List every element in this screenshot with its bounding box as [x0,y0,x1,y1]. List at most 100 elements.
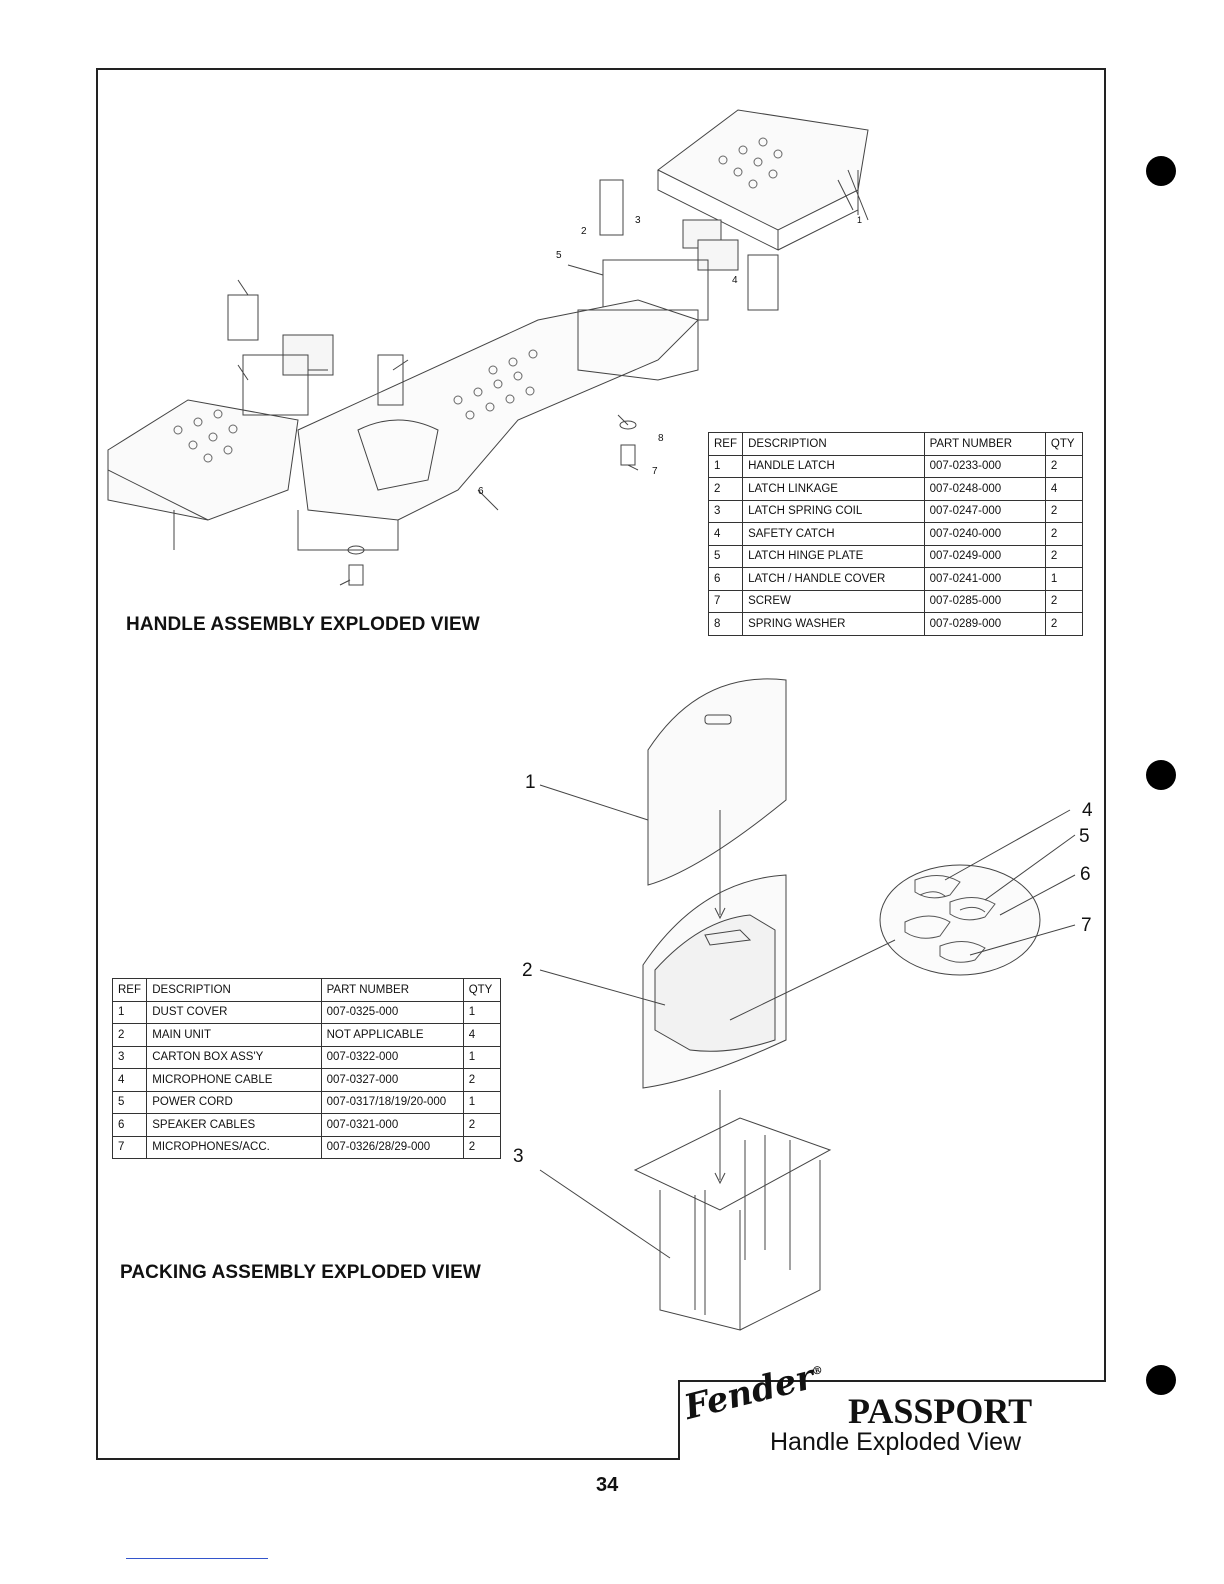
cell-ref: 6 [111,1113,148,1137]
header-part-number: PART NUMBER [320,978,464,1002]
cell-part-number: 007-0233-000 [923,454,1046,478]
cell-qty: 2 [1044,589,1084,613]
cell-ref: 1 [707,454,744,478]
cell-part-number: 007-0240-000 [923,522,1046,546]
packing-callout-7: 7 [1081,915,1092,936]
cell-ref: 1 [111,1000,148,1024]
cell-part-number: 007-0326/28/29-000 [320,1135,464,1159]
cell-qty: 2 [1044,612,1084,636]
cell-ref: 7 [707,589,744,613]
cell-ref: 2 [707,477,744,501]
cell-description: SPRING WASHER [742,612,925,636]
packing-callout-2: 2 [522,960,533,981]
cell-description: MICROPHONES/ACC. [146,1135,322,1159]
handle-callout-8: 8 [658,433,664,444]
packing-callout-3: 3 [513,1146,524,1167]
handle-assembly-drawing [107,109,869,586]
binder-hole-bottom [1146,1365,1176,1395]
cell-description: MICROPHONE CABLE [146,1068,322,1092]
cell-qty: 2 [462,1135,502,1159]
packing-callout-1: 1 [525,772,536,793]
cell-description: SCREW [742,589,925,613]
cell-ref: 6 [707,567,744,591]
cell-ref: 3 [111,1045,148,1069]
cell-description: MAIN UNIT [146,1023,322,1047]
cell-part-number: 007-0247-000 [923,499,1046,523]
cell-part-number: NOT APPLICABLE [320,1023,464,1047]
header-ref: REF [707,432,744,456]
header-part-number: PART NUMBER [923,432,1046,456]
cell-ref: 5 [707,544,744,568]
page-number: 34 [596,1474,619,1496]
header-qty: QTY [462,978,502,1002]
footer-rule [126,1558,268,1559]
cell-qty: 2 [462,1068,502,1092]
packing-assembly-caption: PACKING ASSEMBLY EXPLODED VIEW [120,1262,481,1283]
cell-ref: 8 [707,612,744,636]
cell-description: LATCH / HANDLE COVER [742,567,925,591]
cell-qty: 1 [462,1045,502,1069]
cell-description: POWER CORD [146,1090,322,1114]
cell-qty: 2 [1044,544,1084,568]
cell-ref: 4 [707,522,744,546]
cell-qty: 2 [1044,522,1084,546]
handle-callout-2: 2 [581,226,587,237]
cell-qty: 1 [462,1090,502,1114]
cell-part-number: 007-0321-000 [320,1113,464,1137]
cell-part-number: 007-0317/18/19/20-000 [320,1090,464,1114]
handle-callout-6: 6 [478,486,484,497]
packing-callout-4: 4 [1082,800,1093,821]
cell-ref: 7 [111,1135,148,1159]
cell-ref: 3 [707,499,744,523]
cell-qty: 2 [1044,454,1084,478]
handle-callout-5: 5 [556,250,562,261]
handle-callout-7: 7 [652,466,658,477]
cell-part-number: 007-0248-000 [923,477,1046,501]
cell-part-number: 007-0289-000 [923,612,1046,636]
sheet-subtitle: Handle Exploded View [770,1428,1022,1456]
cell-description: LATCH SPRING COIL [742,499,925,523]
cell-part-number: 007-0325-000 [320,1000,464,1024]
header-ref: REF [111,978,148,1002]
model-title: PASSPORT [848,1391,1033,1431]
cell-ref: 2 [111,1023,148,1047]
packing-callout-5: 5 [1079,826,1090,847]
cell-qty: 4 [1044,477,1084,501]
header-description: DESCRIPTION [742,432,925,456]
cell-part-number: 007-0322-000 [320,1045,464,1069]
header-qty: QTY [1044,432,1084,456]
handle-assembly-caption: HANDLE ASSEMBLY EXPLODED VIEW [126,614,480,635]
table-header-row: REF DESCRIPTION PART NUMBER QTY [111,978,502,1002]
cell-description: CARTON BOX ASS'Y [146,1045,322,1069]
packing-assembly-drawing [539,678,1076,1331]
cell-part-number: 007-0249-000 [923,544,1046,568]
binder-hole-middle [1146,760,1176,790]
handle-callout-4: 4 [732,275,738,286]
page-frame [96,68,1106,1460]
cell-description: SPEAKER CABLES [146,1113,322,1137]
cell-qty: 1 [462,1000,502,1024]
cell-qty: 1 [1044,567,1084,591]
header-description: DESCRIPTION [146,978,322,1002]
cell-qty: 2 [1044,499,1084,523]
cell-ref: 5 [111,1090,148,1114]
cell-part-number: 007-0241-000 [923,567,1046,591]
cell-part-number: 007-0327-000 [320,1068,464,1092]
cell-ref: 4 [111,1068,148,1092]
table-header-row: REF DESCRIPTION PART NUMBER QTY [707,432,1084,456]
